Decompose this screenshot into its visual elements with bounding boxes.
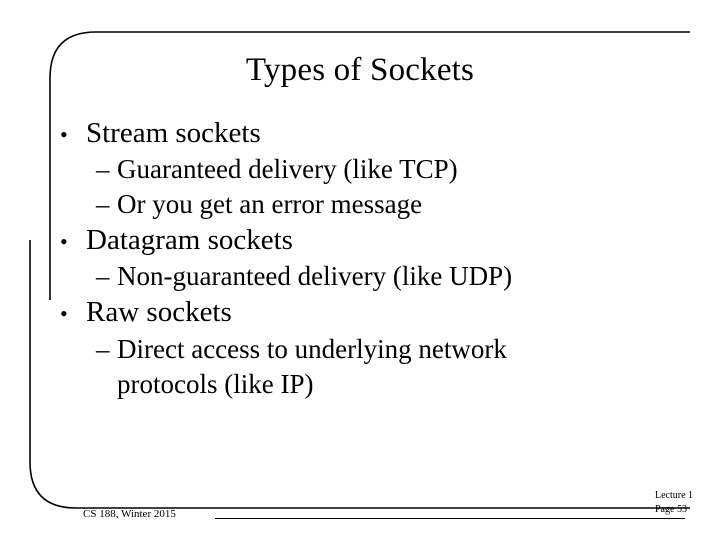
dash-marker: –	[96, 261, 110, 292]
dash-marker: –	[96, 333, 110, 364]
list-item-text: Stream sockets	[86, 117, 261, 149]
list-item: • Stream sockets	[46, 115, 686, 152]
bullet-list: •Stream sockets –Guaranteed delivery (li…	[46, 115, 686, 401]
bullet-marker: •	[60, 229, 68, 255]
list-item-text: protocols (like IP)	[117, 368, 314, 399]
page-title: Types of Sockets	[245, 52, 475, 88]
list-item: • Raw sockets	[46, 294, 686, 331]
bullet-marker: •	[60, 122, 68, 147]
footer-course: CS 188, Winter 2015	[83, 508, 176, 520]
dash-marker: –	[96, 189, 110, 220]
footer-lecture: Lecture 1	[655, 490, 694, 501]
list-item-text: Non-guaranteed delivery (like UDP)	[117, 261, 513, 292]
bullet-marker: •	[60, 301, 68, 327]
dash-marker: –	[96, 154, 110, 185]
list-item: –Non-guaranteed delivery (like UDP)	[46, 259, 686, 294]
list-item: –Guaranteed delivery (like TCP)	[46, 152, 686, 187]
footer-meta: Lecture 1 Page 53	[655, 489, 693, 516]
list-item-text: Datagram sockets	[86, 224, 293, 257]
list-item-text: Direct access to underlying network	[117, 333, 507, 364]
footer-divider	[215, 518, 685, 519]
list-item: –Direct access to underlying network	[46, 332, 686, 367]
list-item: –Or you get an error message	[46, 187, 686, 222]
list-item: • Datagram sockets	[46, 222, 686, 259]
list-item-text: Raw sockets	[86, 296, 232, 329]
list-item-text: Guaranteed delivery (like TCP)	[117, 154, 458, 185]
list-item-continuation: protocols (like IP)	[46, 367, 686, 402]
footer-page-number: Page 53	[655, 503, 687, 515]
list-item-text: Or you get an error message	[117, 189, 423, 220]
